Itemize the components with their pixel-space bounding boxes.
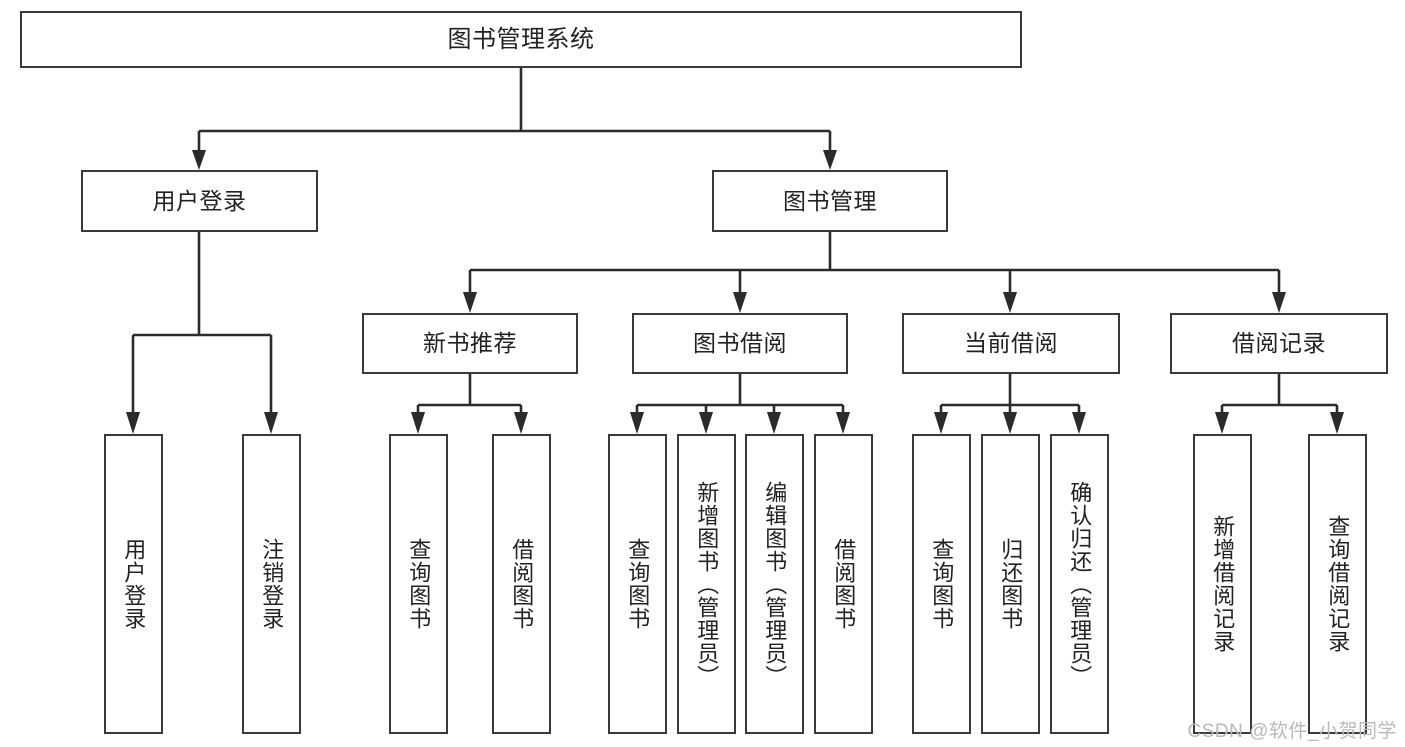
arrow-head-leaf-logout: [264, 412, 278, 434]
arrow-head-leaf-add-book: [699, 412, 713, 434]
leaf-query-book-recommend[interactable]: 查询图书: [389, 434, 448, 734]
arrow-head-leaf-edit-book: [767, 412, 781, 434]
leaf-user-login[interactable]: 用户登录: [104, 434, 163, 734]
leaf-query-book-current[interactable]: 查询图书: [912, 434, 971, 734]
leaf-query-borrow-record[interactable]: 查询借阅记录: [1308, 434, 1367, 734]
node-new-book-recommend[interactable]: 新书推荐: [362, 313, 578, 374]
node-user-login[interactable]: 用户登录: [81, 170, 318, 232]
arrow-head-leaf-confirm-return: [1072, 412, 1086, 434]
leaf-query-borrow-record-label: 查询借阅记录: [1325, 515, 1351, 653]
leaf-edit-book-admin[interactable]: 编辑图书（管理员）: [745, 434, 804, 734]
leaf-borrow-book-borrow-label: 借阅图书: [831, 538, 857, 630]
node-root-system-label: 图书管理系统: [447, 25, 595, 53]
node-user-login-label: 用户登录: [152, 187, 247, 214]
csdn-watermark: CSDN @软件_小贺同学: [1187, 721, 1397, 742]
leaf-return-book-label: 归还图书: [998, 538, 1024, 630]
leaf-borrow-book-recommend[interactable]: 借阅图书: [492, 434, 551, 734]
leaf-add-borrow-record-label: 新增借阅记录: [1210, 515, 1236, 653]
arrow-head-leaf-return-book: [1003, 412, 1017, 434]
node-borrow-record[interactable]: 借阅记录: [1170, 313, 1388, 374]
leaf-add-book-admin-label: 新增图书（管理员）: [694, 480, 720, 688]
leaf-query-book-borrow-label: 查询图书: [625, 538, 651, 630]
leaf-query-book-current-label: 查询图书: [929, 538, 955, 630]
arrow-head-leaf-add-record: [1215, 412, 1229, 434]
leaf-add-borrow-record[interactable]: 新增借阅记录: [1193, 434, 1252, 734]
arrow-head-leaf-query-book-3: [934, 412, 948, 434]
arrow-head-leaf-query-book-2: [630, 412, 644, 434]
node-book-borrow-label: 图书借阅: [693, 330, 787, 357]
leaf-logout[interactable]: 注销登录: [242, 434, 301, 734]
leaf-confirm-return-admin[interactable]: 确认归还（管理员）: [1050, 434, 1109, 734]
arrow-head-leaf-query-record: [1330, 412, 1344, 434]
leaf-return-book[interactable]: 归还图书: [981, 434, 1040, 734]
arrow-head-leaf-user-login: [126, 412, 140, 434]
leaf-user-login-label: 用户登录: [121, 538, 147, 630]
arrow-head-new-book-rec: [463, 292, 477, 313]
leaf-edit-book-admin-label: 编辑图书（管理员）: [762, 480, 788, 688]
leaf-logout-label: 注销登录: [259, 538, 285, 630]
leaf-query-book-borrow[interactable]: 查询图书: [608, 434, 667, 734]
node-book-borrow[interactable]: 图书借阅: [632, 313, 848, 374]
arrow-head-leaf-borrow-book-2: [836, 412, 850, 434]
leaf-borrow-book-borrow[interactable]: 借阅图书: [814, 434, 873, 734]
node-current-borrow-label: 当前借阅: [964, 330, 1058, 357]
arrow-head-user-login: [192, 150, 206, 170]
leaf-confirm-return-admin-label: 确认归还（管理员）: [1067, 480, 1093, 688]
node-root-system[interactable]: 图书管理系统: [20, 11, 1022, 68]
leaf-add-book-admin[interactable]: 新增图书（管理员）: [677, 434, 736, 734]
arrow-head-book-borrow: [733, 292, 747, 313]
node-borrow-record-label: 借阅记录: [1232, 330, 1326, 357]
leaf-query-book-recommend-label: 查询图书: [406, 538, 432, 630]
arrow-head-leaf-query-book-1: [411, 412, 425, 434]
arrow-head-book-manage: [823, 150, 837, 170]
node-new-book-recommend-label: 新书推荐: [423, 330, 517, 357]
node-book-manage-label: 图书管理: [783, 187, 877, 214]
leaf-borrow-book-recommend-label: 借阅图书: [509, 538, 535, 630]
node-book-manage[interactable]: 图书管理: [712, 170, 948, 232]
node-current-borrow[interactable]: 当前借阅: [902, 313, 1120, 374]
arrow-head-leaf-borrow-book-1: [514, 412, 528, 434]
arrow-head-borrow-record: [1272, 292, 1286, 313]
arrow-head-current-borrow: [1003, 292, 1017, 313]
